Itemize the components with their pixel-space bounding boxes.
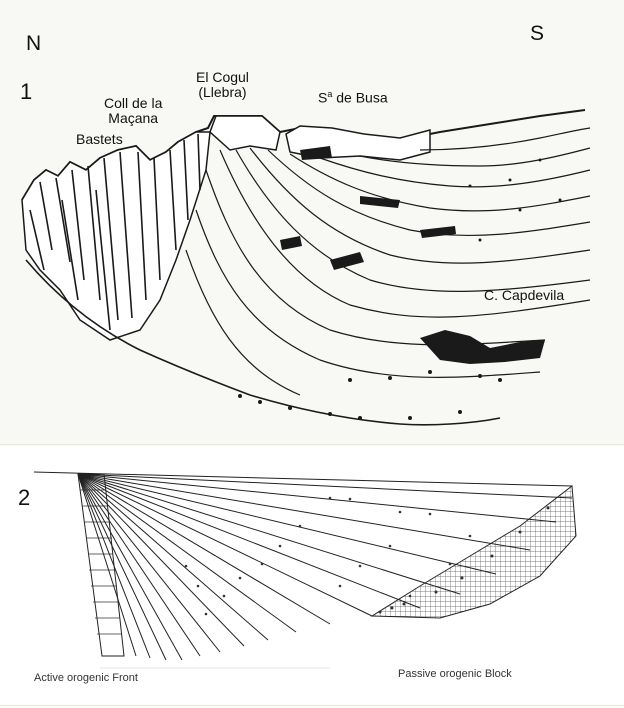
el-cogul-label: El Cogul (Llebra) bbox=[196, 69, 249, 101]
mountain-landscape-drawing bbox=[21, 109, 591, 426]
fan-strata-lines bbox=[33, 471, 573, 661]
vegetation-dots bbox=[238, 158, 562, 420]
coll-line2: Maçana bbox=[108, 110, 159, 127]
el-cogul-line2: (Llebra) bbox=[198, 84, 247, 101]
el-cogul-line1: El Cogul bbox=[196, 69, 249, 85]
south-label: S bbox=[530, 22, 545, 45]
el-cogul-cliff bbox=[209, 115, 281, 151]
active-front-caption: Active orogenic Front bbox=[34, 672, 138, 684]
sa-de-busa-label: Sa de Busa bbox=[318, 89, 388, 106]
panel-divider-bottom bbox=[0, 705, 624, 706]
coll-line1: Coll de la bbox=[104, 95, 163, 111]
peak-hatching bbox=[29, 133, 201, 331]
panel-number-1: 1 bbox=[20, 79, 33, 104]
busa-prefix: S bbox=[318, 89, 328, 106]
sediment-dots bbox=[184, 496, 550, 616]
cross-section-panel: 2 Active orogenic Front Passive orogenic… bbox=[0, 446, 624, 708]
north-label: N bbox=[26, 32, 42, 55]
foreground-slope bbox=[25, 259, 501, 426]
landscape-sketch-panel: N S 1 El Cogul (Llebra) Coll de la Maçan… bbox=[20, 22, 591, 426]
capdevila-label: C. Capdevila bbox=[484, 287, 565, 303]
foreground-rock-patches bbox=[280, 146, 545, 364]
strata-lines bbox=[185, 127, 591, 396]
busa-superscript: a bbox=[327, 89, 333, 99]
busa-suffix: de Busa bbox=[332, 89, 388, 106]
coll-de-la-macana-label: Coll de la Maçana bbox=[104, 95, 163, 127]
left-peaks bbox=[21, 131, 211, 341]
passive-block-caption: Passive orogenic Block bbox=[398, 668, 512, 680]
bastets-label: Bastets bbox=[76, 131, 123, 147]
fan-cross-section-drawing bbox=[33, 471, 577, 669]
active-front-block bbox=[77, 473, 125, 657]
panel-number-2: 2 bbox=[18, 485, 31, 510]
passive-block-wedge bbox=[370, 485, 577, 619]
panel-divider-top bbox=[0, 444, 624, 445]
